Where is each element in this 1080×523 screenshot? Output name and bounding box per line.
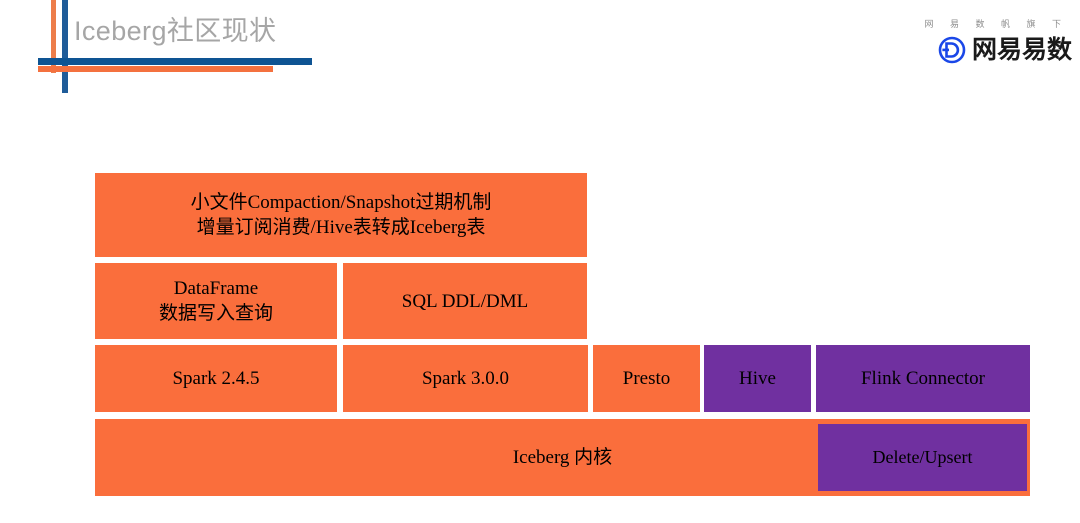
stack-box-sql-label: SQL DDL/DML xyxy=(401,290,529,312)
stack-box-features-line1: 小文件Compaction/Snapshot过期机制 xyxy=(190,192,492,213)
netease-shufan-d-logo-icon xyxy=(938,36,966,64)
stack-box-dataframe-text: DataFrame 数据写入查询 xyxy=(159,276,273,326)
stack-box-hive-label: Hive xyxy=(739,368,776,389)
stack-box-sql: SQL DDL/DML xyxy=(343,263,587,339)
stack-box-spark-245: Spark 2.4.5 xyxy=(95,345,337,412)
slide-header: Iceberg社区现状 网 易 数 帆 旗 下 网易易数 xyxy=(0,0,1080,110)
header-vertical-orange-rule xyxy=(51,0,56,73)
stack-box-flink-connector: Flink Connector xyxy=(816,345,1030,412)
stack-box-flink-connector-label: Flink Connector xyxy=(860,368,986,389)
stack-box-delete-upsert: Delete/Upsert xyxy=(818,424,1027,491)
stack-box-dataframe-line1: DataFrame xyxy=(173,278,259,299)
stack-box-iceberg-core-label: Iceberg 内核 xyxy=(512,447,613,468)
header-horizontal-orange-rule xyxy=(38,66,273,72)
stack-box-dataframe: DataFrame 数据写入查询 xyxy=(95,263,337,339)
stack-box-hive: Hive xyxy=(704,345,811,412)
stack-box-spark-245-label: Spark 2.4.5 xyxy=(172,368,260,389)
stack-box-spark-300-label: Spark 3.0.0 xyxy=(421,368,510,389)
brand-logo: 网 易 数 帆 旗 下 网易易数 xyxy=(912,18,1072,64)
header-horizontal-blue-rule xyxy=(38,58,312,65)
stack-box-delete-upsert-label: Delete/Upsert xyxy=(872,447,973,467)
stack-box-spark-300: Spark 3.0.0 xyxy=(343,345,588,412)
stack-box-dataframe-line2: 数据写入查询 xyxy=(158,303,273,324)
stack-box-presto-label: Presto xyxy=(622,368,671,389)
brand-tagline: 网 易 数 帆 旗 下 xyxy=(924,19,1068,29)
stack-box-features: 小文件Compaction/Snapshot过期机制 增量订阅消费/Hive表转… xyxy=(95,173,587,257)
slide-title: Iceberg社区现状 xyxy=(74,16,277,46)
brand-row: 网易易数 xyxy=(912,36,1072,64)
stack-box-features-line2: 增量订阅消费/Hive表转成Iceberg表 xyxy=(196,217,486,238)
header-vertical-blue-rule xyxy=(62,0,68,93)
stack-box-features-text: 小文件Compaction/Snapshot过期机制 增量订阅消费/Hive表转… xyxy=(191,190,492,240)
stack-box-presto: Presto xyxy=(593,345,700,412)
brand-name: 网易易数 xyxy=(971,36,1072,64)
